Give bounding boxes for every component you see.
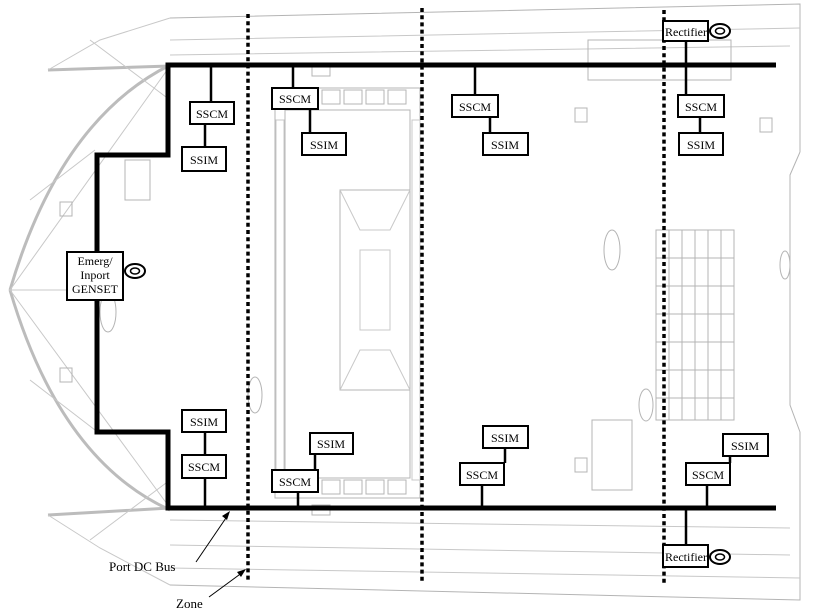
port-dc-bus [94, 295, 776, 511]
sscm-label: SSCM [459, 100, 491, 114]
zone-boundaries [246, 8, 666, 584]
ssim-zone1-port: SSIM [181, 409, 227, 433]
ssim-zone4-port: SSIM [722, 433, 769, 457]
rectifier-port: Rectifier [662, 544, 731, 568]
sscm-zone2-port: SSCM [271, 469, 319, 493]
sscm-label: SSCM [466, 468, 498, 482]
genset-label-line2: Inport [80, 268, 110, 282]
sscm-zone2-starboard: SSCM [271, 87, 319, 110]
rectifier-generator-icon [709, 549, 731, 565]
ssim-label: SSIM [190, 415, 218, 429]
sscm-zone3-starboard: SSCM [451, 94, 499, 118]
sscm-label: SSCM [279, 92, 311, 106]
ssim-zone2-port: SSIM [309, 432, 354, 455]
sscm-label: SSCM [279, 475, 311, 489]
genset-label-line3: GENSET [72, 282, 119, 296]
rectifier-label: Rectifier [665, 550, 707, 564]
bus-taps [203, 40, 732, 545]
ssim-zone1-starboard: SSIM [181, 146, 227, 172]
sscm-label: SSCM [188, 460, 220, 474]
emergency-inport-genset: Emerg/ Inport GENSET [66, 251, 146, 301]
sscm-zone3-port: SSCM [459, 462, 505, 486]
ssim-label: SSIM [310, 138, 338, 152]
port-dc-bus-label: Port DC Bus [109, 559, 175, 574]
starboard-dc-bus [94, 62, 776, 255]
zone-callout: Zone [176, 569, 246, 610]
ssim-label: SSIM [731, 439, 759, 453]
zone-label: Zone [176, 596, 203, 610]
genset-label-line1: Emerg/ [77, 254, 113, 268]
sscm-zone4-starboard: SSCM [677, 94, 725, 118]
ssim-label: SSIM [491, 138, 519, 152]
sscm-label: SSCM [692, 468, 724, 482]
machinery-grid [655, 229, 735, 421]
ssim-label: SSIM [190, 153, 218, 167]
ssim-zone3-starboard: SSIM [482, 132, 529, 156]
sscm-zone1-starboard: SSCM [189, 101, 235, 125]
ssim-zone4-starboard: SSIM [678, 132, 724, 156]
ssim-zone2-starboard: SSIM [301, 132, 347, 156]
ssim-label: SSIM [491, 431, 519, 445]
sscm-zone1-port: SSCM [181, 454, 227, 479]
sscm-label: SSCM [196, 107, 228, 121]
genset-generator-icon [124, 263, 146, 279]
sscm-zone4-port: SSCM [685, 462, 731, 486]
rectifier-generator-icon [709, 23, 731, 39]
ssim-label: SSIM [687, 138, 715, 152]
rectifier-label: Rectifier [665, 25, 707, 39]
port-dc-bus-callout: Port DC Bus [109, 511, 230, 574]
rectifier-starboard: Rectifier [662, 20, 731, 42]
hull-outline [8, 3, 801, 601]
ssim-label: SSIM [317, 437, 345, 451]
ssim-zone3-port: SSIM [482, 425, 529, 449]
sscm-label: SSCM [685, 100, 717, 114]
